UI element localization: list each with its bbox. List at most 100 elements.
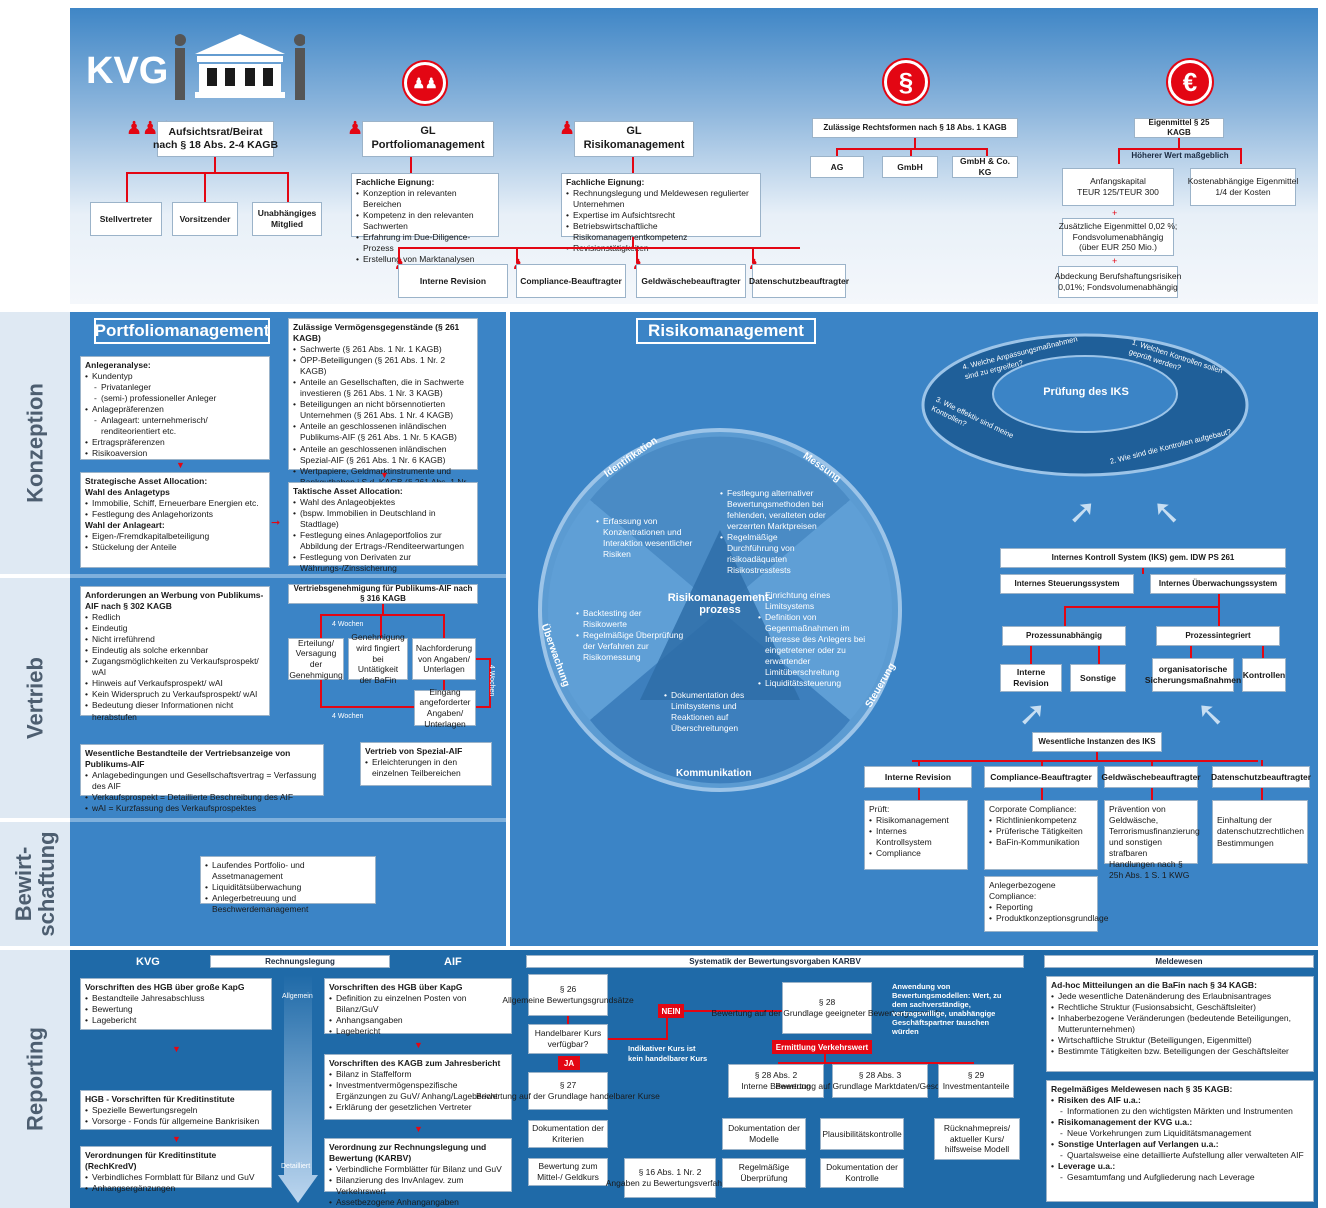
p282-box: § 28 Abs. 2 Interne Bewertung	[728, 1064, 824, 1098]
arrow-down-icon: ▼	[172, 1044, 181, 1054]
anf-box: Anforderungen an Werbung von Publikums-A…	[80, 586, 270, 722]
rep-aif: AIF	[444, 956, 462, 968]
list-item: Informationen zu den wichtigsten Märkten…	[1051, 1106, 1309, 1117]
rep-indikativ: Indikativer Kurs ist kein handelbarer Ku…	[628, 1044, 708, 1063]
list-item: wAI = Kurzfassung des Verkaufsprospektes	[85, 803, 319, 814]
list-item: Assetbezogene Anhangangaben	[329, 1197, 507, 1208]
list-item: Rechnungslegung und Meldewesen reguliert…	[566, 188, 756, 210]
list-item: Redlich	[85, 612, 265, 623]
list-item: Privatanleger	[85, 382, 265, 393]
abdeckung-box: Abdeckung Berufshaftungsrisiken 0,01%; F…	[1055, 266, 1181, 298]
p16-box: § 16 Abs. 1 Nr. 2 Angaben zu Bewertungsv…	[606, 1158, 734, 1198]
list-item: Kundentyp	[85, 371, 265, 382]
genehm-box: Vertriebsgenehmigung für Publikums-AIF n…	[288, 584, 478, 604]
list-item: Lagebericht	[85, 1015, 267, 1026]
rueck-box: Rücknahmepreis/ aktueller Kurs/ hilfswei…	[934, 1118, 1020, 1160]
erteilung-box: Erteilung/ Versagung der Genehmigung	[288, 637, 344, 680]
form-ag: AG	[810, 156, 864, 178]
rm-title: Risikomanagement	[636, 318, 816, 344]
form-gmbh: GmbH	[882, 156, 938, 178]
list-item: Jede wesentliche Datenänderung des Erlau…	[1051, 991, 1309, 1002]
list-item: Erstellung von Marktanalysen	[356, 254, 494, 265]
text-messung: Festlegung alternativer Bewertungsmethod…	[720, 488, 830, 576]
arrow-allgemein-detailliert	[278, 975, 318, 1203]
list-item: Anteile an Gesellschaften, die in Sachwe…	[293, 377, 473, 399]
list-item: Richtlinienkompetenz	[989, 815, 1093, 826]
anleger-box: Anlegeranalyse: KundentypPrivatanleger(s…	[80, 356, 270, 460]
rep-detailliert: Detailliert	[281, 1163, 311, 1170]
kontrollen-box: Kontrollen	[1242, 658, 1286, 692]
hoeherer-label: Höherer Wert maßgeblich	[1131, 151, 1229, 160]
reg-box: Regelmäßiges Meldewesen nach § 35 KAGB:R…	[1046, 1080, 1314, 1202]
karbv-box: Verordnung zur Rechnungslegung und Bewer…	[324, 1138, 512, 1208]
rk-box: Verordnungen für Kreditinstitute (RechKr…	[80, 1146, 272, 1194]
gl-portfolio-box: GL Portfoliomanagement	[362, 121, 494, 157]
list-item: Leverage u.a.:	[1051, 1161, 1309, 1172]
list-item: Expertise im Aufsichtsrecht	[566, 210, 756, 221]
list-item: Regelmäßige Durchführung von risikoadäqu…	[720, 532, 830, 576]
rep-allgemein: Allgemein	[282, 993, 313, 1000]
rep-sys: Systematik der Bewertungsvorgaben KARBV	[526, 955, 1024, 968]
list-item: Sonstige Unterlagen auf Verlangen u.a.:	[1051, 1139, 1309, 1150]
list-item: Produktkonzeptionsgrundlage	[989, 913, 1108, 924]
list-item: Wirtschaftliche Struktur (Beteiligungen,…	[1051, 1035, 1309, 1046]
bank-building-icon	[174, 28, 306, 100]
arrow-down-icon: ▼	[176, 460, 185, 470]
ak-box: Vorschriften des HGB über KapGDefinition…	[324, 978, 512, 1037]
list-item: Erklärung der gesetzlichen Vertreter	[329, 1102, 507, 1113]
iks-box: Internes Kontroll System (IKS) gem. IDW …	[1000, 548, 1286, 568]
plaus-box: Plausibilitätskontrolle	[820, 1118, 904, 1150]
fach-pm-box: Fachliche Eignung: Konzeption in relevan…	[351, 173, 499, 265]
list-item: Quartalsweise eine detaillierte Aufstell…	[1051, 1150, 1309, 1161]
mittel-box: Bewertung zum Mittel-/ Geldkurs	[528, 1158, 608, 1186]
regel-box: Regelmäßige Überprüfung	[722, 1158, 806, 1188]
role-box: Datenschutzbeauftragter	[749, 264, 849, 298]
list-item: Beteiligungen an nicht börsennotierten U…	[293, 399, 473, 421]
arrow-down-icon: ▼	[414, 1124, 423, 1134]
list-item: Bilanzierung des InvAnlagev. zum Verkehr…	[329, 1175, 507, 1197]
list-item: Betriebswirtschaftliche Risikomanagement…	[566, 221, 756, 243]
dokkrit-box: Dokumentation der Kriterien	[528, 1120, 608, 1148]
list-item: Anlagepräferenzen	[85, 404, 265, 415]
p26-box: § 26 Allgemeine Bewertungsgrundsätze	[502, 974, 634, 1016]
section-label-top	[0, 0, 70, 308]
p28-box: § 28 Bewertung auf der Grundlage geeigne…	[711, 982, 943, 1034]
list-item: Immobilie, Schiff, Erneuerbare Energien …	[85, 498, 265, 509]
ueberwachungssys-box: Internes Überwachungssystem	[1150, 574, 1286, 594]
list-item: Hinweis auf Verkaufsprospekt/ wAI	[85, 678, 265, 689]
list-item: Erfassung von Konzentrationen und Intera…	[596, 516, 700, 560]
list-item: Anhangsergänzungen	[85, 1183, 267, 1194]
nachforderung-box: Nachforderung von Angaben/ Unterlagen	[412, 638, 476, 680]
taa-box: Taktische Asset Allocation: Wahl des Anl…	[288, 482, 478, 573]
list-item: Einrichtung eines Limitsystems	[758, 590, 870, 612]
person-icon: ♟	[347, 118, 364, 138]
list-item: Risiken des AIF u.a.:	[1051, 1095, 1309, 1106]
text-kommunikation: Dokumentation des Limitsystems und Reakt…	[664, 690, 776, 734]
section-label-konzeption: Konzeption	[0, 312, 70, 574]
section-label-vertrieb: Vertrieb	[0, 578, 70, 818]
pruef-box: Prüft: RisikomanagementInternes Kontroll…	[864, 800, 968, 870]
corp-box: Corporate Compliance: Richtlinienkompete…	[984, 800, 1098, 870]
iks-instance-box: Geldwäschebeauftragter	[1101, 766, 1201, 788]
text-steuerung: Einrichtung eines LimitsystemsDefinition…	[758, 590, 870, 689]
list-item: Risikoaversion	[85, 448, 265, 459]
plus-sign: +	[1112, 208, 1118, 218]
list-item: Kompetenz in den relevanten Sachwerten	[356, 210, 494, 232]
list-item: Bedeutung dieser Informationen nicht her…	[85, 700, 265, 722]
list-item: Sachwerte (§ 261 Abs. 1 Nr. 1 KAGB)	[293, 344, 473, 355]
role-box: Compliance-Beauftragter	[516, 264, 626, 298]
p27-box: § 27 Bewertung auf der Grundlage handelb…	[476, 1072, 660, 1110]
list-item: Gesamtumfang und Aufgliederung nach Leve…	[1051, 1172, 1309, 1183]
wochen-label: 4 Wochen	[332, 713, 364, 720]
rep-kvg: KVG	[136, 956, 160, 968]
list-item: Bestimmte Tätigkeiten bzw. Beteiligungen…	[1051, 1046, 1309, 1057]
label-kommunikation: Kommunikation	[676, 768, 752, 779]
steuerungssys-box: Internes Steuerungssystem	[1000, 574, 1134, 594]
list-item: Bestandteile Jahresabschluss	[85, 993, 267, 1004]
list-item: Verbindliche Formblätter für Bilanz und …	[329, 1164, 507, 1175]
role-box: Geldwäschebeauftragter	[636, 264, 746, 298]
wes-box: Wesentliche Bestandteile der Vertriebsan…	[80, 744, 324, 814]
section-label-reporting: Reporting	[0, 950, 70, 1208]
euro-icon: €	[1168, 60, 1212, 104]
kagb-box: Vorschriften des KAGB zum JahresberichtB…	[324, 1054, 512, 1120]
